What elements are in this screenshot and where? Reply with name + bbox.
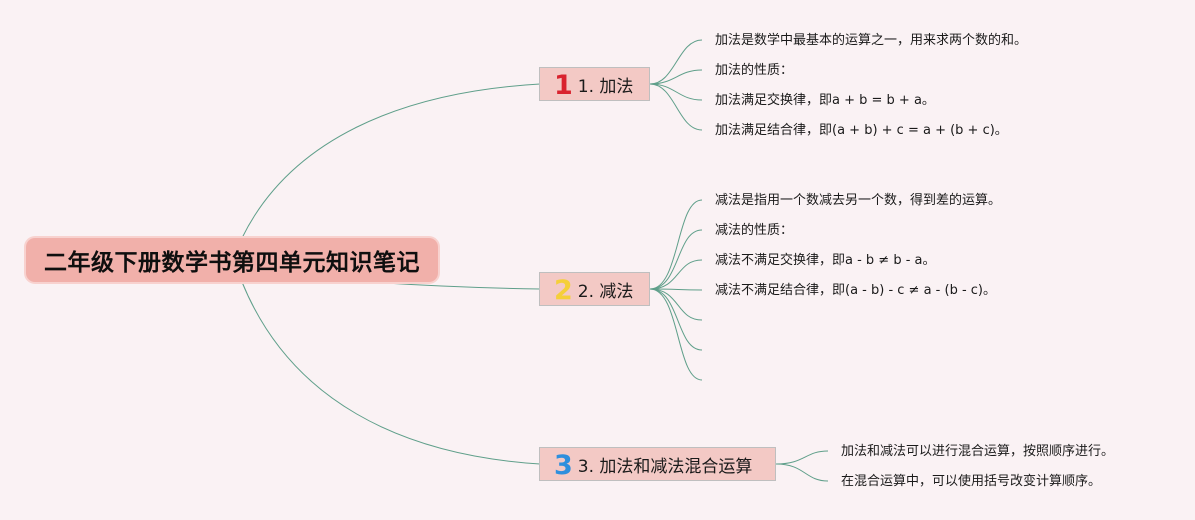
branch-addition-label: 1. 加法 [577, 76, 634, 97]
branch-addition[interactable]: 1 1. 加法 [539, 67, 650, 101]
note-addition-associative[interactable]: 加法满足结合律，即(a + b) + c = a + (b + c)。 [715, 123, 1008, 138]
connector-branch-2-leaf-5 [649, 288, 703, 321]
branch-mixed-operations[interactable]: 3 3. 加法和减法混合运算 [539, 447, 776, 481]
note-subtraction-definition[interactable]: 减法是指用一个数减去另一个数，得到差的运算。 [715, 193, 1002, 208]
number-1-icon: 1 [554, 69, 573, 101]
connector-branch-2-leaf-6 [649, 288, 703, 351]
note-addition-properties[interactable]: 加法的性质： [715, 63, 794, 78]
connector-branch-3-leaf-1 [775, 450, 829, 465]
note-subtraction-commutative[interactable]: 减法不满足交换律，即a - b ≠ b - a。 [715, 253, 936, 268]
number-2-icon: 2 [554, 274, 573, 306]
branch-subtraction-label: 2. 减法 [577, 281, 634, 302]
connector-branch-1-leaf-1 [649, 39, 703, 85]
connector-branch-2-leaf-1 [649, 199, 703, 290]
connector-branch-2-leaf-7 [649, 288, 703, 381]
note-subtraction-properties[interactable]: 减法的性质： [715, 223, 794, 238]
connector-branch-2-leaf-2 [649, 229, 703, 290]
note-addition-definition[interactable]: 加法是数学中最基本的运算之一，用来求两个数的和。 [715, 33, 1028, 48]
note-addition-commutative[interactable]: 加法满足交换律，即a + b = b + a。 [715, 93, 935, 108]
branch-subtraction[interactable]: 2 2. 减法 [539, 272, 650, 306]
note-mixed-brackets[interactable]: 在混合运算中，可以使用括号改变计算顺序。 [841, 474, 1102, 489]
connector-branch-3-leaf-2 [775, 463, 829, 482]
connector-branch-1-leaf-3 [649, 83, 703, 101]
connector-root-to-branch-3 [241, 281, 541, 465]
connector-root-to-branch-2 [369, 281, 541, 290]
root-topic[interactable]: 二年级下册数学书第四单元知识笔记 [26, 238, 438, 282]
root-topic-label: 二年级下册数学书第四单元知识笔记 [44, 250, 420, 276]
branch-mixed-operations-label: 3. 加法和减法混合运算 [577, 456, 753, 477]
connector-branch-2-leaf-4 [649, 288, 703, 291]
connector-root-to-branch-1 [241, 83, 541, 239]
note-subtraction-associative[interactable]: 减法不满足结合律，即(a - b) - c ≠ a - (b - c)。 [715, 283, 996, 298]
connector-branch-1-leaf-2 [649, 69, 703, 85]
number-3-icon: 3 [554, 449, 573, 481]
note-mixed-order[interactable]: 加法和减法可以进行混合运算，按照顺序进行。 [841, 444, 1115, 459]
connector-branch-1-leaf-4 [649, 83, 703, 131]
connector-branch-2-leaf-3 [649, 259, 703, 290]
